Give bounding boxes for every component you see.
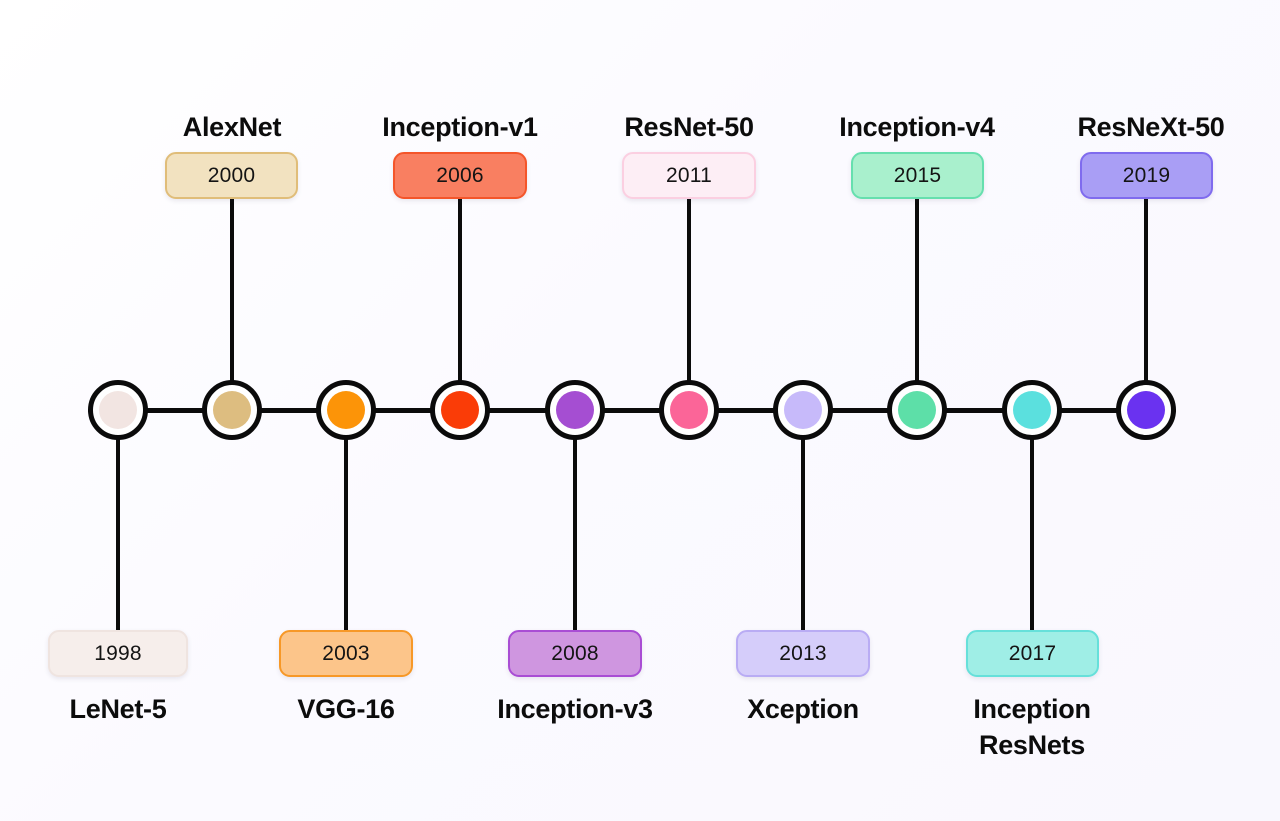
node-inception-v3-year-badge[interactable]: 2008	[508, 630, 642, 677]
node-resnext-50-circle[interactable]	[1116, 380, 1176, 440]
node-inception-v4-title: Inception-v4	[839, 112, 995, 142]
node-alexnet-circle[interactable]	[202, 380, 262, 440]
node-inception-v3-circle[interactable]	[545, 380, 605, 440]
node-vgg-16-dot	[327, 391, 365, 429]
node-resnet-50-connector	[687, 197, 691, 382]
node-inception-resnets-title: Inception ResNets	[973, 694, 1091, 760]
node-vgg-16-year-badge[interactable]: 2003	[279, 630, 413, 677]
node-inception-v3-connector	[573, 438, 577, 632]
node-vgg-16-circle[interactable]	[316, 380, 376, 440]
node-resnext-50-title: ResNeXt-50	[1077, 112, 1225, 142]
node-inception-v4-connector	[915, 197, 919, 382]
node-inception-v4-year-badge[interactable]: 2015	[851, 152, 984, 199]
node-xception-title: Xception	[747, 694, 859, 724]
node-lenet-5-year-badge[interactable]: 1998	[48, 630, 188, 677]
node-inception-v1-title: Inception-v1	[382, 112, 538, 142]
node-inception-v4-dot	[898, 391, 936, 429]
node-inception-v1-connector	[458, 197, 462, 382]
node-inception-v3-dot	[556, 391, 594, 429]
node-resnext-50-dot	[1127, 391, 1165, 429]
node-inception-v4-circle[interactable]	[887, 380, 947, 440]
node-alexnet-connector	[230, 197, 234, 382]
node-resnet-50-dot	[670, 391, 708, 429]
node-xception-circle[interactable]	[773, 380, 833, 440]
node-inception-v3-title: Inception-v3	[497, 694, 653, 724]
node-inception-resnets-connector	[1030, 438, 1034, 632]
node-xception-connector	[801, 438, 805, 632]
node-lenet-5-circle[interactable]	[88, 380, 148, 440]
node-inception-resnets-circle[interactable]	[1002, 380, 1062, 440]
node-resnet-50-title: ResNet-50	[624, 112, 754, 142]
node-xception-dot	[784, 391, 822, 429]
node-alexnet-year-badge[interactable]: 2000	[165, 152, 298, 199]
node-resnext-50-year-badge[interactable]: 2019	[1080, 152, 1213, 199]
node-xception-year-badge[interactable]: 2013	[736, 630, 870, 677]
node-lenet-5-title: LeNet-5	[69, 694, 167, 724]
node-lenet-5-connector	[116, 438, 120, 632]
node-resnet-50-circle[interactable]	[659, 380, 719, 440]
node-inception-resnets-year-badge[interactable]: 2017	[966, 630, 1099, 677]
node-resnext-50-connector	[1144, 197, 1148, 382]
node-alexnet-title: AlexNet	[182, 112, 282, 142]
node-inception-v1-year-badge[interactable]: 2006	[393, 152, 527, 199]
node-vgg-16-title: VGG-16	[297, 694, 395, 724]
node-lenet-5-dot	[99, 391, 137, 429]
node-alexnet-dot	[213, 391, 251, 429]
timeline-axis	[88, 407, 1176, 413]
node-inception-resnets-dot	[1013, 391, 1051, 429]
node-inception-v1-circle[interactable]	[430, 380, 490, 440]
node-inception-v1-dot	[441, 391, 479, 429]
node-resnet-50-year-badge[interactable]: 2011	[622, 152, 756, 199]
node-vgg-16-connector	[344, 438, 348, 632]
